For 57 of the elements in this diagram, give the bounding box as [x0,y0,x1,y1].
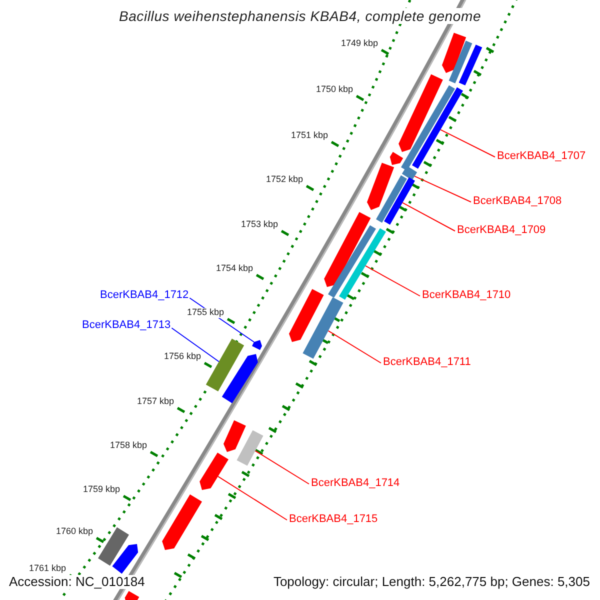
gene-label: BcerKBAB4_1709 [457,224,546,236]
scale-label: 1758 kbp [110,441,147,451]
gene-feature-pointed [200,452,228,490]
leader-line [328,330,382,364]
gene-label: BcerKBAB4_1715 [289,513,378,526]
gene-feature-pointed [289,289,324,342]
gene-feature-bar [328,225,376,298]
gene-feature-bar [98,527,129,566]
gene-label: BcerKBAB4_1713 [82,319,171,332]
gene-feature-bar [236,430,264,466]
gene-feature-pointed [390,152,404,165]
gene-feature-bar [302,297,344,359]
gene-feature-pointed [442,32,466,73]
gene-label: BcerKBAB4_1712 [100,289,189,302]
gene-label: BcerKBAB4_1714 [311,477,400,490]
gene-label: BcerKBAB4_1711 [383,356,471,368]
scale-label: 1759 kbp [82,485,120,495]
gene-feature-pointed [367,162,394,210]
gene-feature-pointed [324,212,371,287]
gene-feature-bar [448,40,472,84]
gene-feature-bar [339,228,386,300]
scale-label: 1749 kbp [340,39,378,49]
leader-line [171,328,220,362]
gene-feature-pointed [224,420,246,452]
gene-feature-pointed [162,494,202,550]
gene-label: BcerKBAB4_1707 [497,150,586,162]
accession-text: Accession: NC_010184 [9,575,145,590]
gene-feature-pointed [222,354,258,404]
gene-feature-bar [384,177,415,225]
gene-feature-bar [458,44,482,86]
leader-line [402,202,456,232]
gene-feature-pointed [112,544,138,574]
gene-label: BcerKBAB4_1708 [473,195,562,208]
gene-feature-pointed [398,74,443,152]
scale-label: 1753 kbp [240,220,278,230]
leader-line [254,450,310,484]
gene-feature-bar [376,175,407,223]
leader-line [365,265,420,296]
gene-feature-bar [402,166,418,180]
gene-feature-bar [412,87,463,169]
leader-line [440,129,496,158]
scale-label: 1752 kbp [266,175,303,185]
scale-label: 1761 kbp [28,564,66,574]
scale-label: 1760 kbp [56,527,93,537]
leader-line [414,176,472,202]
scale-label: 1751 kbp [290,131,328,141]
gene-label: BcerKBAB4_1710 [422,289,511,302]
scale-label: 1755 kbp [186,308,224,318]
scale-label: 1750 kbp [316,85,353,95]
scale-label: 1756 kbp [164,352,201,362]
scale-label: 1757 kbp [136,397,174,407]
gene-feature-bar [401,85,455,171]
leader-line [218,476,288,520]
summary-text: Topology: circular; Length: 5,262,775 bp; Genes: 5,305 [273,575,590,590]
gene-feature-pointed [252,340,262,350]
gene-feature-bar [206,338,244,392]
scale-label: 1754 kbp [216,264,253,274]
